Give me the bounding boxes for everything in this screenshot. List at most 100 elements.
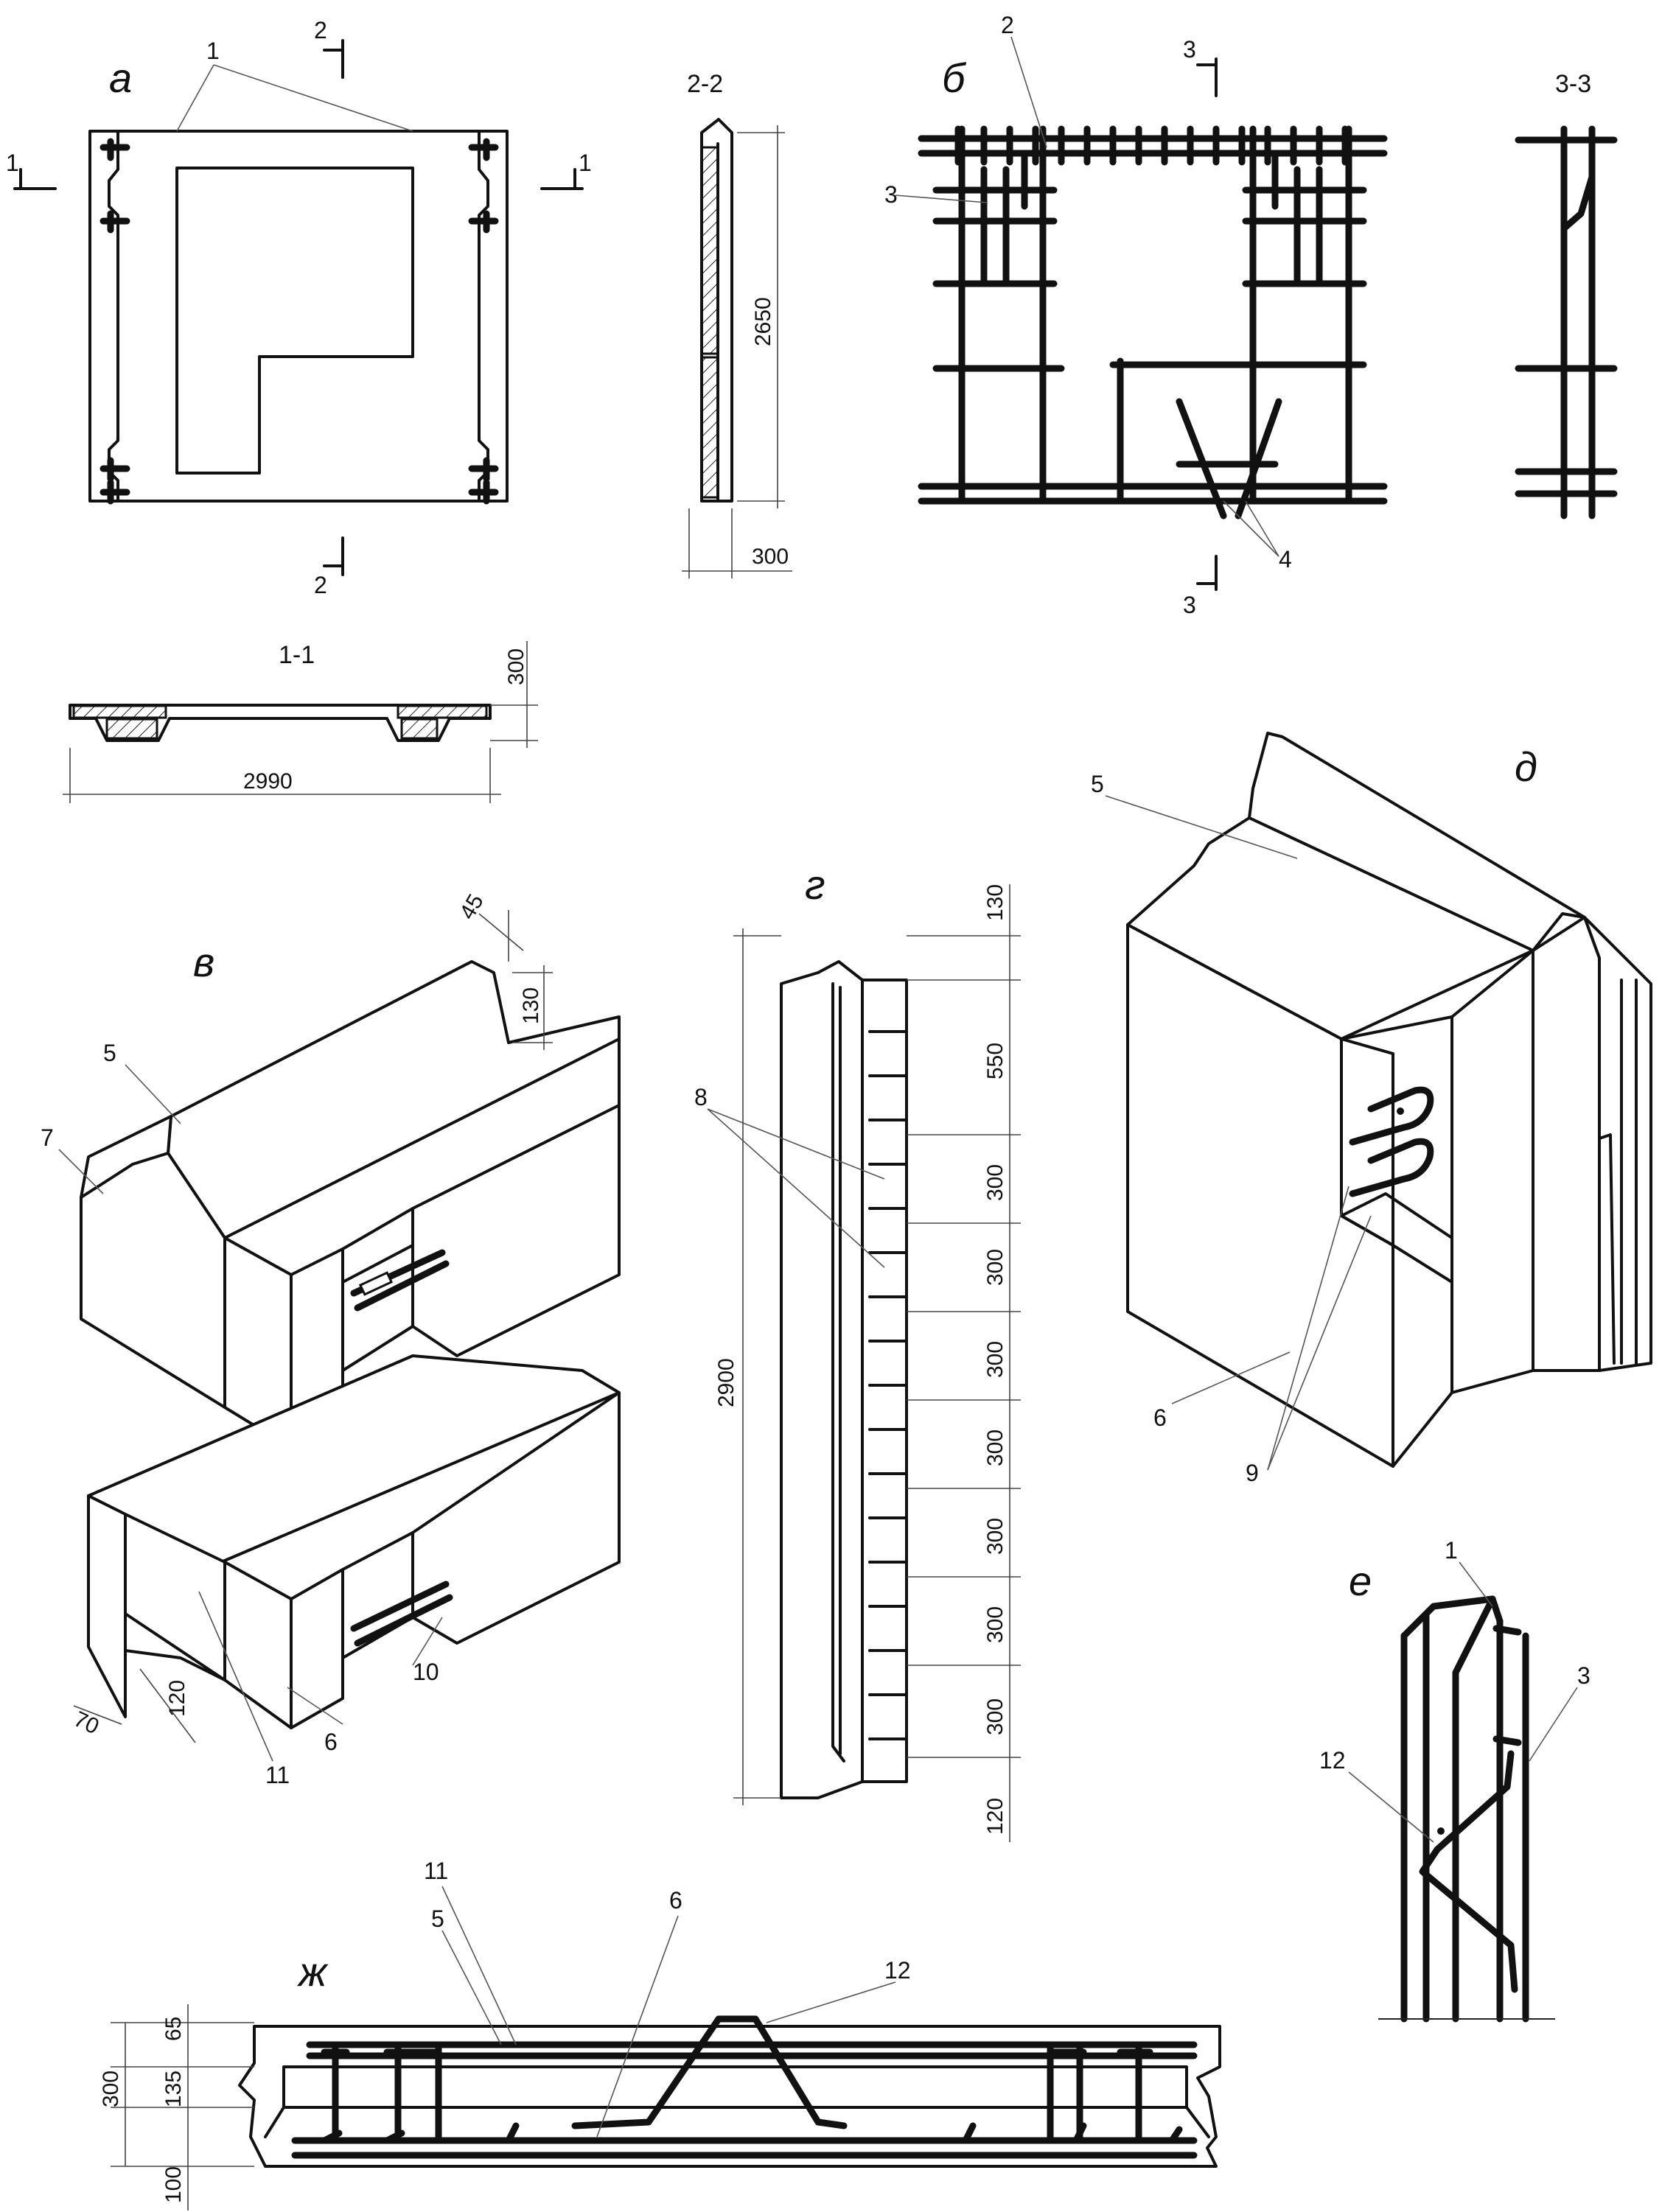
anchor-mark (468, 479, 499, 505)
top-hatch-left (72, 704, 167, 719)
callout-2: 2 (1001, 12, 1014, 38)
bar-1 (1400, 1595, 1496, 2023)
view-e-bar-detail: е 1 3 12 (1319, 1537, 1591, 2023)
dim-300: 300 (752, 545, 789, 569)
panel-label-a: а (109, 55, 132, 101)
section-mark-1-right (540, 168, 584, 190)
edge-slot-ticks (868, 1030, 908, 1740)
section-mark-label: 2 (314, 572, 327, 598)
joint-core (282, 2065, 1188, 2109)
panel-label-e: е (1349, 1558, 1372, 1604)
lower-loop-bars (350, 1581, 453, 1647)
dim-300: 300 (983, 1698, 1008, 1735)
stirrups (332, 2041, 1142, 2144)
callout-3: 3 (1577, 1662, 1591, 1689)
insulation-hatch (400, 718, 439, 740)
opening-outline (175, 167, 414, 475)
panel-label-g: г (805, 861, 825, 908)
panel-label-b: б (942, 55, 967, 101)
section-mark-label: 3 (1183, 592, 1196, 618)
view-d-corner-isometric: д 5 6 9 (1091, 732, 1652, 1486)
section-mark-2-bottom (323, 536, 344, 576)
view-v-joint-isometric: в 45 130 70 120 5 (41, 890, 621, 1788)
right-joint-profile (478, 130, 489, 503)
dim-120: 120 (983, 1798, 1008, 1835)
dim-100: 100 (161, 2166, 186, 2203)
panel-label-v: в (193, 939, 214, 985)
dim-135: 135 (161, 2071, 186, 2107)
section-mark-label: 1 (579, 150, 592, 176)
anchor-mark (99, 479, 130, 505)
dim-300: 300 (983, 1606, 1008, 1643)
insulation-hatch (105, 718, 158, 740)
view-b-reinforcement: б (884, 12, 1388, 618)
section-1-1: 1-1 300 2990 (63, 641, 538, 803)
lower-block-face (290, 1568, 344, 1729)
bent-bar (1560, 173, 1596, 232)
anchor-mark (468, 457, 499, 483)
right-face (1450, 949, 1534, 1394)
callout-5: 5 (103, 1040, 116, 1066)
section-3-3: 3-3 (1515, 70, 1618, 519)
callout-10: 10 (413, 1659, 439, 1685)
top-hatch-right (397, 704, 488, 719)
insulation-hatch (700, 146, 719, 355)
dim-300: 300 (983, 1429, 1008, 1466)
recess-bottom (1340, 1192, 1453, 1284)
callout-4: 4 (1279, 546, 1292, 573)
callout-1: 1 (1445, 1537, 1458, 1564)
callout-6: 6 (669, 1887, 682, 1914)
callout-5: 5 (1091, 771, 1104, 797)
callout-8: 8 (694, 1084, 708, 1110)
callout-7: 7 (41, 1124, 54, 1151)
lower-block-left (87, 1494, 127, 1718)
upper-niche (341, 1244, 414, 1372)
panel-outline (88, 130, 509, 503)
dim-130: 130 (983, 884, 1008, 921)
anchor-mark (468, 210, 499, 234)
right-edge (1532, 916, 1601, 1372)
callout-12: 12 (884, 1957, 911, 1984)
section-mark-2-top (323, 39, 344, 79)
section-mark-1-left (13, 168, 57, 190)
view-g-edge-profile: г 8 2900 (694, 861, 1021, 1842)
edge-strip (861, 979, 908, 1783)
section-mark-label: 3 (1183, 36, 1196, 63)
dim-70: 70 (70, 1707, 102, 1739)
bar-12 (1419, 1750, 1518, 1993)
left-joint-profile (108, 130, 119, 503)
right-flank (1583, 916, 1652, 1372)
dim-300: 300 (983, 1249, 1008, 1286)
edge-body (780, 960, 864, 1799)
dim-2650: 2650 (751, 297, 775, 346)
dim-550: 550 (983, 1043, 1008, 1079)
anchor-mark (99, 457, 130, 483)
dim-120: 120 (165, 1680, 189, 1717)
callout-6: 6 (324, 1729, 338, 1755)
section-mark-3-top (1196, 57, 1218, 97)
callout-5: 5 (431, 1905, 444, 1932)
loop-bar (1349, 1086, 1434, 1146)
anchor-mark (99, 138, 130, 161)
section-title-1-1: 1-1 (279, 641, 315, 669)
section-mark-3-bottom (1196, 555, 1218, 591)
anchor-mark (99, 210, 130, 234)
weld-points (958, 361, 1352, 490)
anchor-mark (468, 138, 499, 161)
callout-6: 6 (1153, 1404, 1167, 1431)
section-title-2-2: 2-2 (687, 70, 723, 98)
dim-300: 300 (99, 2071, 123, 2107)
panel-label-d: д (1515, 743, 1537, 790)
view-zh-longitudinal-section: ж 65 135 100 300 11 5 6 12 (99, 1858, 1221, 2211)
callout-11: 11 (265, 1762, 290, 1788)
section-title-3-3: 3-3 (1555, 70, 1591, 98)
insulation-hatch (700, 356, 719, 499)
panel-label-zh: ж (296, 1948, 329, 1995)
dim-2990: 2990 (243, 769, 293, 794)
callout-9: 9 (1246, 1460, 1259, 1486)
top-mesh-verticals (954, 125, 1349, 166)
loop-bar (1349, 1138, 1434, 1197)
section-mark-label: 1 (6, 150, 19, 176)
dim-300: 300 (504, 648, 528, 685)
